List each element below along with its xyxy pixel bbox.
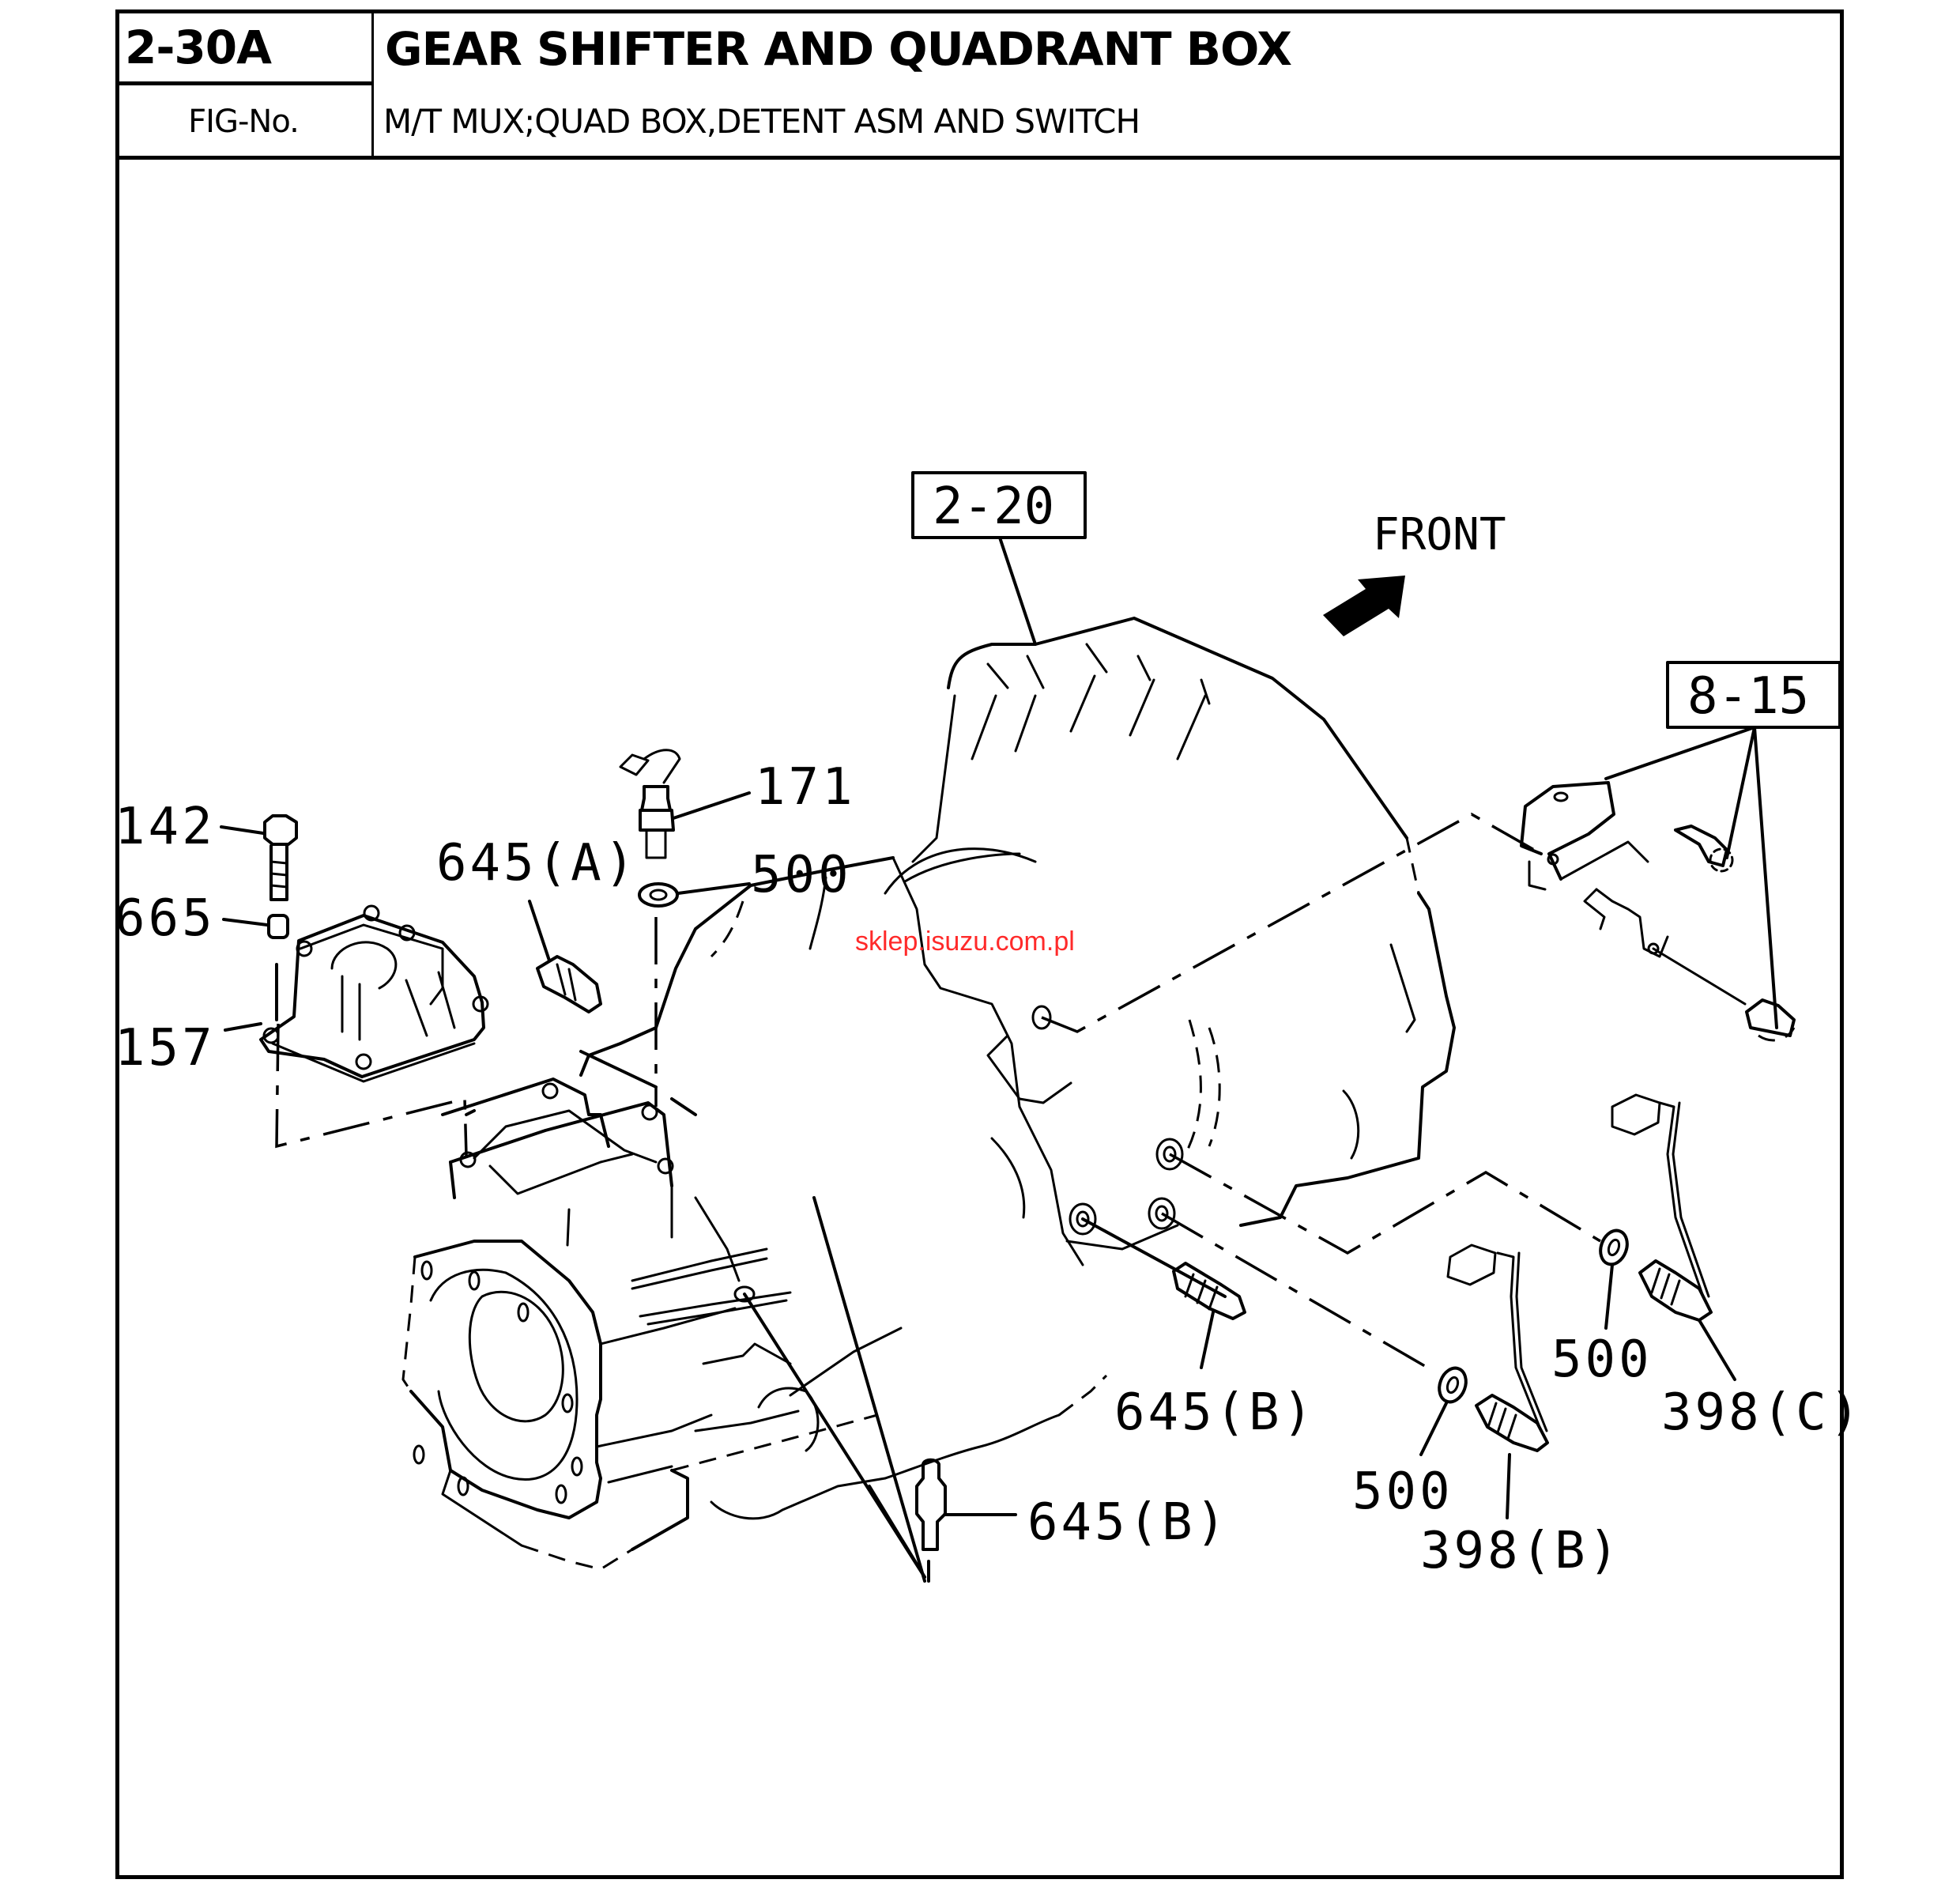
bolt-142-part[interactable] xyxy=(263,814,298,901)
callout-645b-mid: 645(B) xyxy=(1114,1383,1316,1442)
callout-645b-low: 645(B) xyxy=(1027,1493,1229,1552)
callout-142: 142 xyxy=(115,798,216,856)
figure-title: GEAR SHIFTER AND QUADRANT BOX xyxy=(385,22,1292,76)
clip-part[interactable] xyxy=(1745,998,1796,1042)
callout-500-right: 500 xyxy=(1551,1330,1653,1389)
plug-645b-low-part[interactable] xyxy=(915,1458,1017,1583)
washer-500-top-part[interactable] xyxy=(638,882,679,908)
leader-500-top xyxy=(677,882,751,895)
assembly-lines xyxy=(275,812,1601,1583)
leader-2-20 xyxy=(998,536,1037,646)
plug-645a-part[interactable] xyxy=(536,955,602,1013)
watermark-link[interactable]: sklep.isuzu.com.pl xyxy=(855,927,1075,957)
leader-142 xyxy=(220,825,265,835)
fig-no-label: FIG-No. xyxy=(115,85,374,158)
reference-8-15-label: 8-15 xyxy=(1687,667,1809,726)
switch-398b-part[interactable] xyxy=(1446,1244,1549,1519)
leader-171 xyxy=(672,791,751,820)
callout-398c: 398(C) xyxy=(1661,1383,1863,1442)
leader-8-15-bolt xyxy=(1725,726,1756,859)
callout-500-top: 500 xyxy=(751,846,852,904)
leader-645a xyxy=(528,900,551,962)
bracket-8-15-part[interactable] xyxy=(1520,781,1747,1006)
diagram-frame xyxy=(115,9,1844,1879)
switch-171-part[interactable] xyxy=(619,749,681,859)
washer-500-right-part[interactable] xyxy=(1596,1227,1631,1330)
quadrant-box-part[interactable] xyxy=(259,904,489,1083)
reference-box-8-15[interactable]: 8-15 xyxy=(1666,661,1841,729)
callout-398b: 398(B) xyxy=(1420,1522,1622,1580)
figure-subtitle: M/T MUX;QUAD BOX,DETENT ASM AND SWITCH xyxy=(383,102,1140,141)
front-label: FRONT xyxy=(1373,509,1506,560)
pin-665-part[interactable] xyxy=(267,914,289,939)
leader-8-15-clip xyxy=(1753,726,1778,1029)
callout-665: 665 xyxy=(115,889,216,948)
callout-645a: 645(A) xyxy=(436,834,638,893)
callout-500-low: 500 xyxy=(1352,1462,1453,1521)
figure-code: 2-30A xyxy=(115,9,374,85)
callout-171: 171 xyxy=(755,758,856,817)
leader-8-15-bracket xyxy=(1604,726,1756,780)
switch-398c-part[interactable] xyxy=(1611,1093,1736,1381)
washer-500-low-part[interactable] xyxy=(1419,1364,1471,1456)
bracket-bolt-part[interactable] xyxy=(1674,825,1734,873)
leader-157 xyxy=(224,1022,262,1032)
plug-645b-mid-part[interactable] xyxy=(1172,1262,1246,1369)
front-arrow-icon xyxy=(1323,576,1405,636)
callout-157: 157 xyxy=(115,1019,216,1077)
reference-2-20-label: 2-20 xyxy=(933,477,1054,536)
header-divider xyxy=(115,156,1844,160)
transmission-case xyxy=(401,617,1456,1571)
leader-665 xyxy=(222,918,269,927)
reference-box-2-20[interactable]: 2-20 xyxy=(911,471,1087,539)
